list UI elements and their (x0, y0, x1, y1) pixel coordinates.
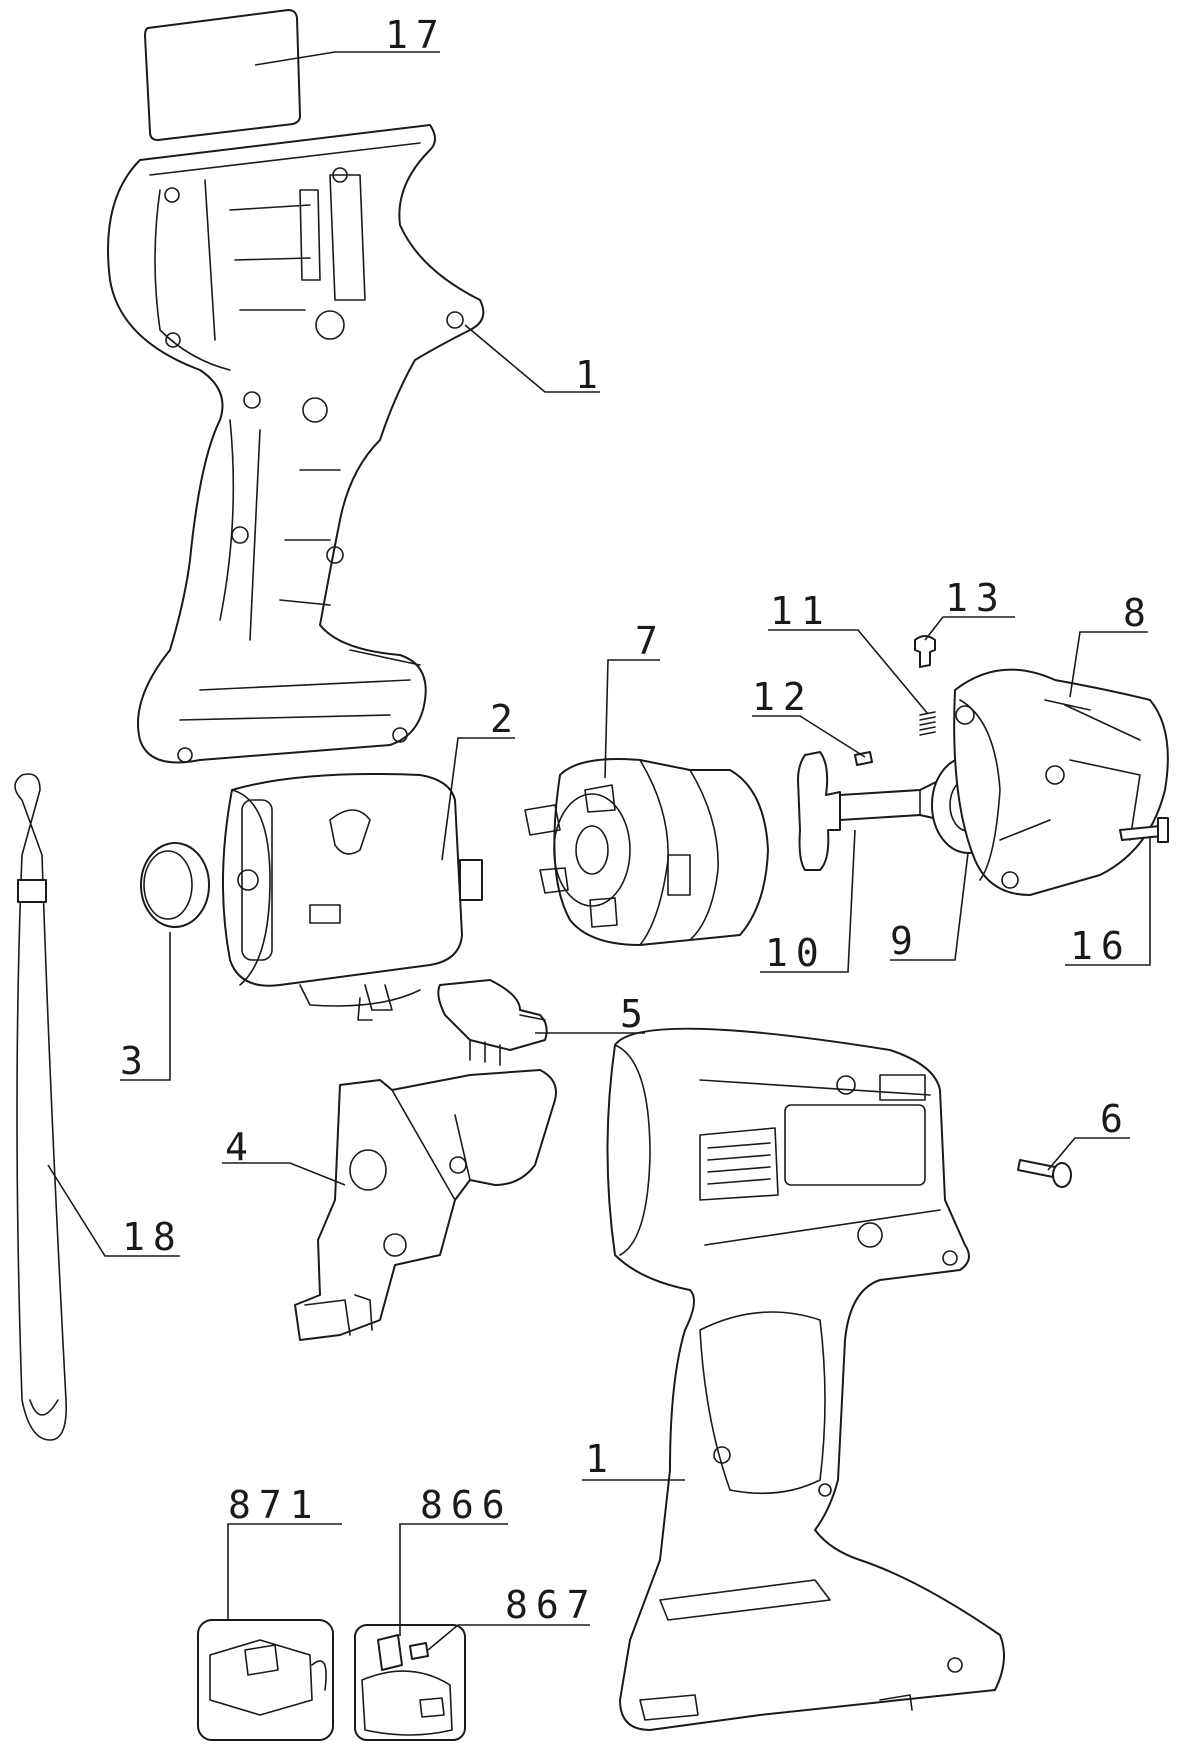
part-867-cap (409, 1642, 429, 1660)
callout-871: 871 (228, 1483, 321, 1527)
callout-866: 866 (420, 1483, 513, 1527)
part-7-gear-case (524, 758, 769, 946)
callout-10: 10 (765, 931, 827, 975)
callout-18: 18 (122, 1215, 184, 1259)
part-12-pin (854, 751, 873, 766)
part-4-switch (294, 1069, 557, 1341)
callout-12: 12 (752, 675, 814, 719)
callout-9: 9 (890, 919, 921, 963)
part-871-charger (197, 1619, 334, 1741)
callout-6: 6 (1100, 1097, 1131, 1141)
part-16-bolt (1119, 817, 1169, 843)
callout-7: 7 (635, 619, 666, 663)
callout-1-bottom: 1 (585, 1437, 616, 1481)
callout-8: 8 (1123, 591, 1154, 635)
part-13-screw (914, 635, 936, 668)
part-18-lanyard (14, 773, 67, 1441)
part-1-housing-assembled (606, 1027, 1005, 1731)
part-1-housing-half-interior (107, 124, 485, 764)
callout-16: 16 (1070, 924, 1132, 968)
part-11-spring (919, 711, 936, 736)
callout-4: 4 (225, 1125, 256, 1169)
callout-3: 3 (120, 1039, 151, 1083)
callout-1-top: 1 (575, 353, 606, 397)
part-2-motor (222, 773, 483, 1021)
callout-5: 5 (620, 992, 651, 1036)
callout-11: 11 (770, 589, 832, 633)
callout-labels: 17 1 2 3 4 5 6 7 8 9 10 11 12 13 16 18 1… (120, 13, 1154, 1627)
part-5-clip (437, 979, 548, 1066)
callout-867: 867 (505, 1583, 598, 1627)
leader-lines (47, 51, 1151, 1651)
part-866-battery (354, 1624, 466, 1741)
part-3-bearing (140, 842, 210, 928)
part-17-label-plate (144, 9, 301, 141)
callout-13: 13 (945, 576, 1007, 620)
part-6-screw (1017, 1159, 1072, 1188)
part-8-nose-housing (953, 668, 1169, 896)
callout-17: 17 (385, 13, 447, 57)
callout-2: 2 (490, 697, 521, 741)
